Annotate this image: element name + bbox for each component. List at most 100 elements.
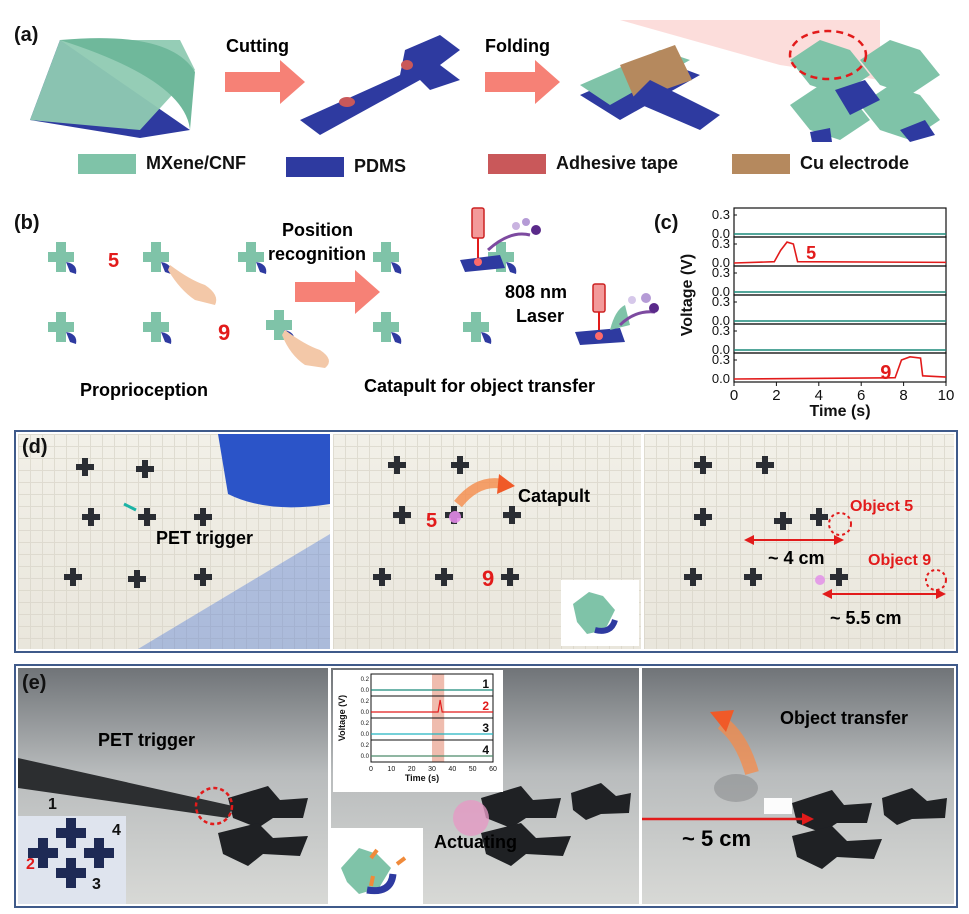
folding-label: Folding xyxy=(485,36,550,56)
inset-x-tick: 50 xyxy=(469,766,477,773)
d-pet-trigger: PET trigger xyxy=(156,528,254,548)
panel-c-label: (c) xyxy=(654,212,679,234)
panel-b-label: (b) xyxy=(14,212,40,234)
e-actuating: Actuating xyxy=(434,832,517,852)
chart-row-frame xyxy=(733,207,947,238)
legend-label-mxene: MXene/CNF xyxy=(146,153,247,173)
d-num-9: 9 xyxy=(482,566,495,591)
y-tick-label: 0.3 xyxy=(712,236,730,251)
e-num-4: 4 xyxy=(112,822,121,839)
y-tick-label: 0.3 xyxy=(712,265,730,280)
e-distance: ~ 5 cm xyxy=(682,826,752,851)
panel-b-illustration xyxy=(48,207,659,368)
b-num-9: 9 xyxy=(218,320,231,345)
x-tick-label: 10 xyxy=(938,387,955,404)
d-distance-2: ~ 5.5 cm xyxy=(830,608,902,628)
panel-a-illustration xyxy=(30,20,940,142)
b-num-5: 5 xyxy=(108,250,120,272)
chart-row-frame xyxy=(733,323,947,354)
inset-y-tick: 0.0 xyxy=(361,732,370,738)
series-label-5: 5 xyxy=(806,243,816,263)
inset-series-2 xyxy=(371,699,493,713)
inset-row-frame xyxy=(370,739,494,763)
d-photo-3 xyxy=(644,434,954,649)
cutting-label: Cutting xyxy=(226,36,289,56)
legend-label-tape: Adhesive tape xyxy=(556,153,679,173)
e-num-2: 2 xyxy=(26,856,35,873)
legend-swatch-cu xyxy=(732,153,790,174)
panel-d-frame xyxy=(14,430,958,653)
series-line-2 xyxy=(733,241,947,264)
legend-cu: Cu electrode xyxy=(732,153,909,174)
chart-row-frame xyxy=(733,265,947,296)
b-caption-right: Catapult for object transfer xyxy=(364,376,596,396)
x-tick-label: 8 xyxy=(899,387,907,404)
b-laser-label-1: 808 nm xyxy=(505,282,568,302)
inset-channel-label: 3 xyxy=(482,721,489,735)
d-object-9: Object 9 xyxy=(868,552,932,569)
panel-a-label: (a) xyxy=(14,24,39,46)
e-object-transfer: Object transfer xyxy=(780,708,909,728)
inset-y-tick: 0.0 xyxy=(361,688,370,694)
inset-channel-label: 4 xyxy=(482,743,489,757)
inset-x-tick: 10 xyxy=(387,766,395,773)
y-tick-label: 0.3 xyxy=(712,323,730,338)
panel-e-label: (e) xyxy=(22,672,47,694)
panel-d-label: (d) xyxy=(22,436,48,458)
b-caption-left: Proprioception xyxy=(80,380,209,400)
inset-x-tick: 60 xyxy=(489,766,497,773)
e-pet-trigger: PET trigger xyxy=(98,730,196,750)
b-arrow-label-1: Position xyxy=(282,220,353,240)
series-line-6 xyxy=(733,356,947,380)
inset-x-tick: 30 xyxy=(428,766,436,773)
e-photo-1 xyxy=(18,668,328,904)
b-arrow-label-2: recognition xyxy=(268,244,366,264)
x-tick-label: 6 xyxy=(857,387,865,404)
y-tick-label: 0.0 xyxy=(712,313,730,328)
y-tick-label: 0.0 xyxy=(712,284,730,299)
b-laser-label-2: Laser xyxy=(516,306,565,326)
panel-e-frame xyxy=(14,664,958,908)
y-tick-label: 0.0 xyxy=(712,255,730,270)
inset-y-tick: 0.2 xyxy=(361,743,370,749)
legend-swatch-mxene xyxy=(78,153,136,174)
y-tick-label: 0.0 xyxy=(712,226,730,241)
inset-channel-label: 1 xyxy=(482,677,489,691)
e-photo-3 xyxy=(642,668,954,904)
legend-swatch-tape xyxy=(488,153,546,174)
inset-y-tick: 0.2 xyxy=(361,699,370,705)
inset-x-tick: 40 xyxy=(448,766,456,773)
legend-swatch-pdms xyxy=(286,156,344,177)
legend-mxene: MXene/CNF xyxy=(78,153,246,174)
inset-y-tick: 0.0 xyxy=(361,710,370,716)
series-label-9: 9 xyxy=(880,362,891,384)
inset-x-label: Time (s) xyxy=(405,773,439,783)
legend-label-cu: Cu electrode xyxy=(800,153,910,173)
inset-y-tick: 0.2 xyxy=(361,721,370,727)
chart-row-frame xyxy=(733,352,947,383)
d-object-5: Object 5 xyxy=(850,498,914,515)
y-tick-label: 0.0 xyxy=(712,371,730,386)
inset-y-label: Voltage (V) xyxy=(337,695,347,741)
chart-row-frame xyxy=(733,294,947,325)
inset-x-tick: 20 xyxy=(408,766,416,773)
y-tick-label: 0.0 xyxy=(712,342,730,357)
legend-label-pdms: PDMS xyxy=(354,156,407,176)
d-distance-1: ~ 4 cm xyxy=(768,548,825,568)
legend-pdms: PDMS xyxy=(286,156,406,177)
x-tick-label: 2 xyxy=(772,387,780,404)
y-axis-label: Voltage (V) xyxy=(679,254,696,336)
d-photo-2 xyxy=(333,434,641,649)
inset-y-tick: 0.2 xyxy=(361,677,370,683)
inset-x-tick: 0 xyxy=(369,766,373,773)
e-num-3: 3 xyxy=(92,876,101,893)
e-num-1: 1 xyxy=(48,796,57,813)
inset-channel-label: 2 xyxy=(482,699,489,713)
x-tick-label: 4 xyxy=(815,387,823,404)
x-axis-label: Time (s) xyxy=(809,403,870,420)
legend-tape: Adhesive tape xyxy=(488,153,678,174)
d-photo-1 xyxy=(18,434,330,649)
